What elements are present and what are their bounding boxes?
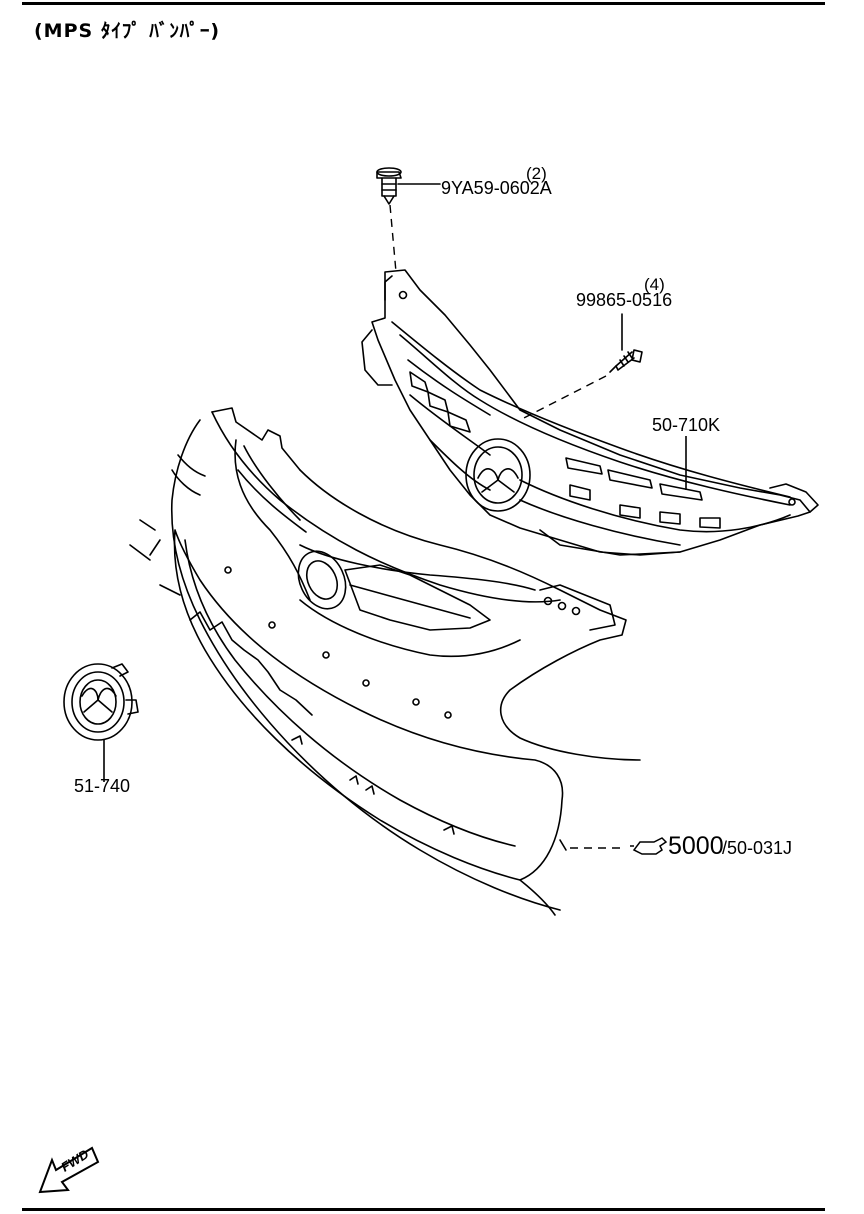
reference-main-group[interactable]: 5000	[668, 832, 724, 860]
part-number-grille: 50-710K	[652, 415, 721, 435]
emblem-part	[63, 663, 139, 741]
fwd-arrow-icon	[38, 1146, 100, 1194]
radiator-grille	[361, 269, 819, 556]
bottom-border-rule	[22, 1208, 825, 1211]
clip-screw-top	[376, 167, 441, 205]
top-border-rule	[22, 2, 825, 5]
part-number-emblem: 51-740	[74, 776, 131, 796]
diagram-title: (MPS ﾀｲﾌﾟ ﾊﾞﾝﾊﾟｰ)	[34, 20, 221, 42]
part-number-screw-top: 9YA59-0602A	[441, 178, 552, 198]
reference-sub-group[interactable]: /50-031J	[722, 838, 793, 858]
qty-screw-side: (4)	[644, 275, 665, 294]
part-number-screw-side: 99865-0516	[576, 290, 673, 310]
bumper-fascia	[129, 407, 641, 916]
tapping-screw-side	[609, 313, 643, 373]
qty-screw-top: (2)	[526, 164, 547, 183]
pointing-hand-icon	[630, 837, 668, 855]
